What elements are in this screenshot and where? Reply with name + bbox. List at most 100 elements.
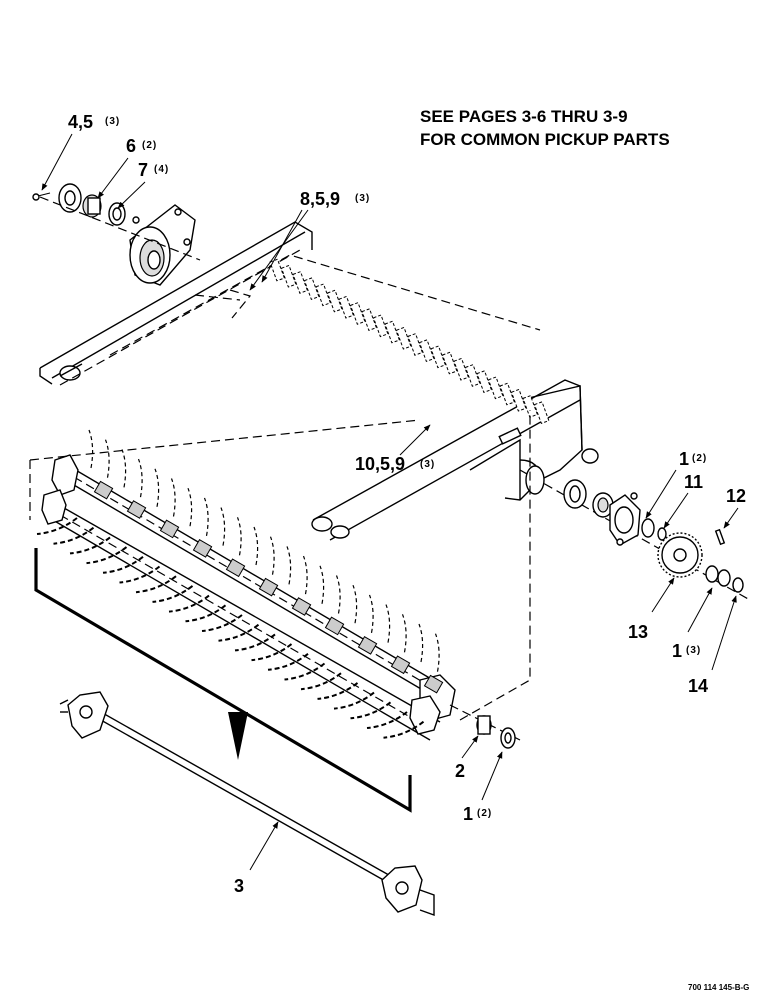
tine [418, 623, 424, 663]
tine [69, 536, 111, 555]
right-drive-assembly [519, 465, 751, 601]
tine-clip [395, 326, 412, 350]
tine [434, 633, 440, 672]
tine [137, 458, 143, 498]
tine [201, 614, 243, 632]
pickup-frame [39, 221, 599, 541]
tine-clip [418, 339, 435, 363]
tine [267, 653, 309, 671]
tine [86, 546, 128, 565]
tine [401, 614, 407, 653]
tine-clip [464, 364, 481, 387]
svg-text:11: 11 [684, 472, 703, 492]
tine-clamp [324, 616, 345, 636]
tine-clip [361, 308, 377, 332]
callout-6: 6 (2) [126, 136, 156, 156]
tine-clip [476, 370, 492, 394]
svg-text:8,5,9: 8,5,9 [300, 189, 340, 209]
tine-clamp [390, 655, 411, 675]
tine-clamp [357, 635, 378, 655]
tine [154, 468, 160, 507]
callout-12: 12 [726, 486, 746, 506]
svg-text:1: 1 [679, 449, 689, 469]
tine-clamp [126, 500, 147, 519]
svg-text:(3): (3) [420, 459, 435, 470]
tine [385, 604, 391, 643]
tine [168, 594, 210, 613]
upper-tine-band [269, 258, 550, 425]
tine [220, 507, 226, 546]
tine [333, 691, 375, 710]
tine-clip [441, 351, 458, 375]
tine [302, 555, 308, 595]
tine-clip [453, 357, 469, 381]
tine-clip [303, 277, 320, 301]
tine [366, 711, 408, 729]
callout-1-top: 1 (2) [679, 449, 707, 469]
tine [251, 643, 293, 662]
tine [102, 556, 144, 574]
tine-clip [499, 382, 515, 406]
leader-lines [41, 133, 739, 871]
tine [335, 575, 341, 614]
tine [121, 449, 127, 488]
tine-clamp [258, 577, 279, 597]
assembly-bracket [34, 548, 412, 813]
callout-1-bot: 1 (2) [463, 804, 492, 824]
tine [236, 517, 242, 556]
tine [135, 575, 177, 594]
tine-clip [533, 401, 550, 425]
note-line-1: SEE PAGES 3-6 THRU 3-9 [420, 107, 628, 126]
tine-clip [487, 376, 504, 400]
svg-text:7: 7 [138, 160, 148, 180]
callout-10-5-9: 10,5,9 (3) [355, 454, 435, 474]
tine [317, 682, 359, 700]
bracket-pointer [228, 712, 248, 760]
tine [368, 594, 374, 634]
tine [187, 487, 193, 527]
svg-text:(2): (2) [477, 808, 492, 819]
svg-text:13: 13 [628, 622, 648, 642]
tine-clamp [192, 538, 213, 558]
tine [284, 662, 326, 681]
tine [36, 517, 78, 535]
tine-clip [522, 395, 538, 418]
tine-clip [315, 283, 331, 307]
svg-text:1: 1 [672, 641, 682, 661]
tine [119, 565, 161, 584]
svg-text:(4): (4) [154, 164, 169, 175]
callout-1-mid: 1 (3) [672, 641, 700, 661]
tine [352, 584, 358, 624]
svg-text:(2): (2) [692, 453, 707, 464]
bushing-and-washer [449, 704, 521, 749]
svg-text:10,5,9: 10,5,9 [355, 454, 405, 474]
tine [350, 701, 392, 720]
callout-11: 11 [684, 472, 703, 492]
tine [286, 546, 292, 585]
svg-text:14: 14 [688, 676, 708, 696]
reel-assembly [29, 410, 531, 741]
tine-clamp [225, 558, 246, 578]
svg-text:(3): (3) [355, 193, 370, 204]
svg-text:2: 2 [455, 761, 465, 781]
callout-3: 3 [234, 876, 244, 896]
tine-clip [510, 388, 527, 412]
tine [152, 585, 194, 603]
tine [253, 526, 259, 566]
callout-7: 7 (4) [138, 160, 169, 180]
tine [104, 439, 110, 478]
tine [300, 672, 342, 691]
tine-clip [407, 333, 423, 356]
svg-text:4,5: 4,5 [68, 112, 93, 132]
tine-clamp [291, 597, 312, 616]
callout-4-5: 4,5 (3) [68, 112, 119, 132]
tine [170, 478, 176, 517]
tine [269, 536, 275, 575]
tine-clamp [423, 674, 444, 694]
tine-clip [430, 345, 446, 369]
tine-clip [384, 320, 400, 344]
tine-clip [372, 314, 389, 338]
tine [234, 633, 276, 652]
callout-13: 13 [628, 622, 648, 642]
